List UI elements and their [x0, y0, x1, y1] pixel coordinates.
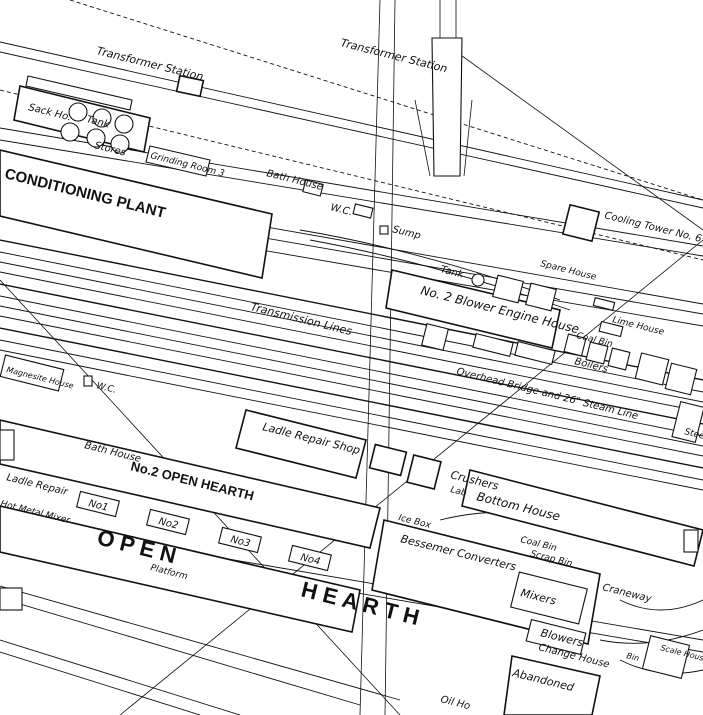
label-craneway: Craneway: [601, 582, 653, 605]
label-furnace-2: No2: [157, 516, 179, 532]
ladle-repair-shop: [235, 409, 367, 479]
label-furnace-4: No4: [299, 552, 321, 568]
grinding-room: [145, 145, 211, 177]
mixers-building: [510, 571, 588, 625]
conditioning-plant: [0, 149, 273, 279]
label-wc-top: W.C.: [329, 202, 353, 218]
buildings: [0, 74, 703, 715]
no2-open-hearth-building: [0, 419, 381, 549]
bottom-house: [461, 469, 703, 567]
label-wc-left: W.C.: [95, 381, 117, 396]
label-tank-mid: Tank: [439, 264, 465, 281]
magnesite-house: [0, 354, 65, 392]
label-spare-house: Spare House: [539, 259, 597, 283]
label-oil-ho: Oil Ho: [439, 694, 471, 712]
label-bath-house-top: Bath House: [265, 168, 324, 193]
label-furnace-3: No3: [229, 534, 251, 550]
label-transformer-station-left: Transformer Station: [95, 44, 204, 83]
label-cooling-tower: Cooling Tower No. 6: [603, 210, 702, 245]
cooling-tower: [561, 203, 601, 243]
abandoned-building: [503, 655, 601, 715]
label-bin: Bin: [626, 651, 641, 663]
transformer-station-building: [175, 74, 205, 98]
label-furnace-1: No1: [87, 498, 109, 514]
label-lab: Lab: [449, 485, 467, 499]
transmission-tower: [414, 0, 473, 177]
label-sump: Sump: [391, 224, 422, 242]
open-hearth-building: [0, 505, 361, 633]
